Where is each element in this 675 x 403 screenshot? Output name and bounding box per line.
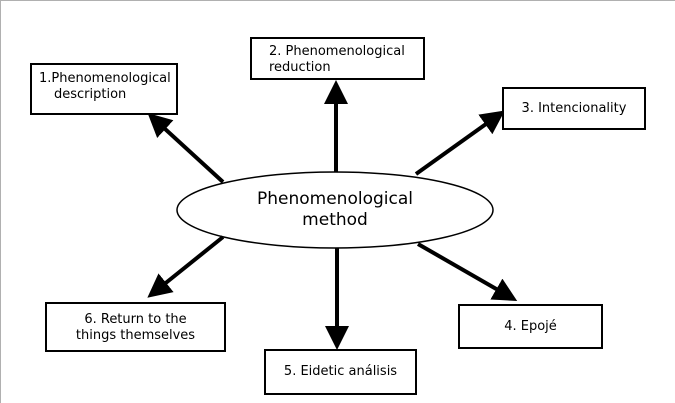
- arrow-to-node-3: [414, 110, 505, 176]
- node-1-line2: description: [54, 87, 127, 102]
- node-2-line1: 2. Phenomenological: [269, 44, 405, 59]
- node-5-line1: 5. Eidetic análisis: [283, 364, 398, 379]
- node-epoje: 4. Epojé: [458, 304, 603, 349]
- node-2-line2: reduction: [269, 60, 331, 75]
- center-label-line2: method: [302, 210, 368, 230]
- node-4-line1: 4. Epojé: [504, 319, 557, 334]
- node-eidetic-analisis: 5. Eidetic análisis: [264, 349, 417, 395]
- node-1-line1: 1.Phenomenological: [39, 71, 171, 86]
- node-phenomenological-description: 1.Phenomenological description: [30, 63, 178, 115]
- node-return-to-the-things-themselves: 6. Return to the things themselves: [45, 302, 226, 352]
- center-label-line1: Phenomenological: [257, 189, 413, 209]
- arrow-to-node-4: [417, 242, 518, 301]
- arrow-to-node-1: [147, 112, 225, 184]
- arrow-to-node-6: [147, 235, 225, 298]
- node-phenomenological-reduction: 2. Phenomenological reduction: [250, 37, 425, 80]
- center-label: Phenomenological method: [220, 189, 450, 231]
- node-6-line2: things themselves: [75, 328, 196, 343]
- node-intencionality: 3. Intencionality: [502, 87, 646, 130]
- node-3-line1: 3. Intencionality: [521, 101, 627, 116]
- node-6-line1: 6. Return to the: [84, 312, 187, 327]
